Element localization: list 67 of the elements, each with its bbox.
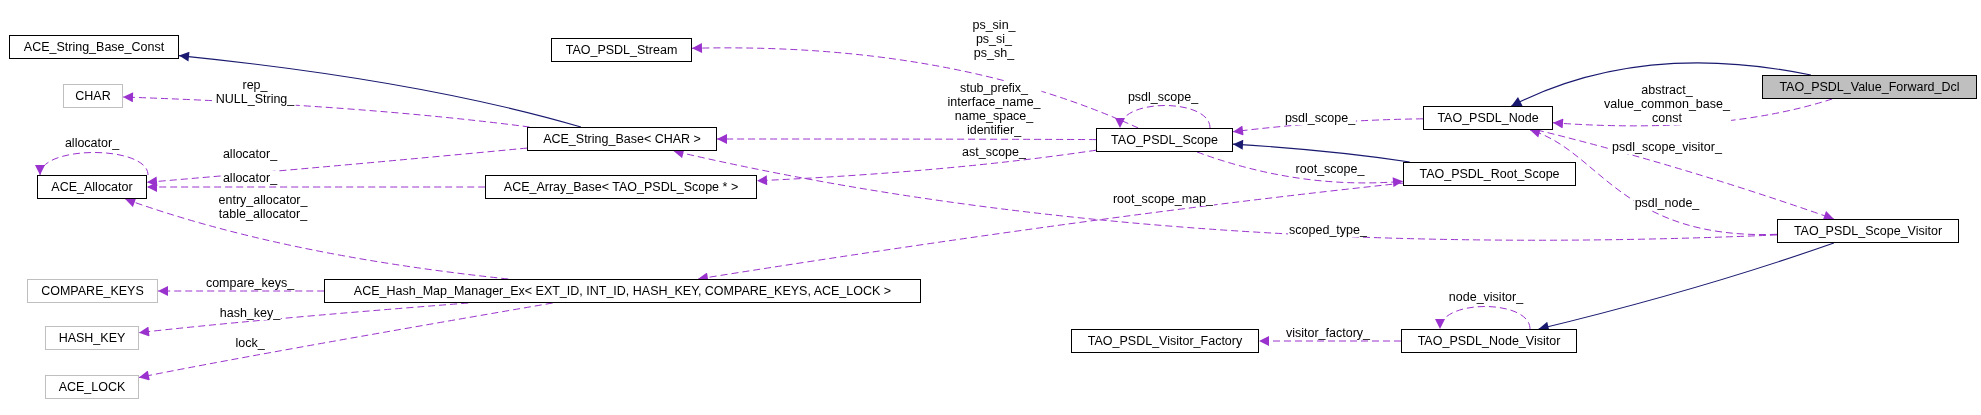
- edge-label: compare_keys_: [204, 276, 296, 290]
- edge-label: ast_scope_: [961, 145, 1027, 159]
- class-box: [45, 375, 139, 399]
- edge-label: allocator_: [221, 147, 279, 161]
- class-name: ACE_Allocator: [51, 180, 133, 194]
- edge-label: ps_sin_ ps_si_ ps_sh_: [971, 18, 1017, 60]
- class-box: [1423, 106, 1553, 130]
- edge-label: node_visitor_: [1447, 290, 1525, 304]
- class-box: [1401, 329, 1577, 353]
- edge-label: hash_key_: [218, 306, 282, 320]
- class-name: TAO_PSDL_Node_Visitor: [1417, 334, 1561, 348]
- dashed-arrow: [716, 134, 1097, 144]
- dashed-arrow: [1196, 151, 1404, 187]
- edge-label: abstract_ value_common_base_ const: [1603, 83, 1731, 125]
- edge-label: psdl_node_: [1633, 196, 1701, 210]
- class-name: TAO_PSDL_Scope_Visitor: [1793, 224, 1943, 238]
- class-box: [1403, 162, 1576, 186]
- edge-label: allocator_: [63, 136, 121, 150]
- edge-label: root_scope_: [1294, 162, 1366, 176]
- class-name: TAO_PSDL_Scope: [1111, 133, 1218, 147]
- class-box: [63, 84, 123, 108]
- edge-label: scoped_type_: [1288, 223, 1368, 237]
- dashed-arrow: [146, 147, 528, 187]
- class-name: ACE_Array_Base< TAO_PSDL_Scope * >: [503, 180, 739, 194]
- class-name: CHAR: [75, 89, 111, 103]
- class-box: [551, 38, 692, 62]
- self-loop-arrow: [1437, 306, 1531, 330]
- edge-label: stub_prefix_ interface_name_ name_space_ identifier_: [946, 81, 1042, 137]
- self-loop-arrow: [38, 152, 149, 176]
- dashed-arrow: [756, 149, 1097, 186]
- class-name: ACE_String_Base_Const: [23, 40, 165, 54]
- class-name: TAO_PSDL_Node: [1437, 111, 1539, 125]
- class-box: [1071, 329, 1259, 353]
- class-box: [27, 279, 158, 303]
- self-loop-arrow: [1117, 105, 1211, 129]
- class-name: ACE_String_Base< CHAR >: [543, 132, 701, 146]
- dashed-arrow: [146, 182, 486, 192]
- class-name: HASH_KEY: [58, 331, 126, 345]
- class-box: [485, 175, 757, 199]
- edge-label: visitor_factory_: [1284, 326, 1372, 340]
- class-box: [324, 279, 921, 303]
- edge-label: lock_: [234, 336, 266, 350]
- arrow: [178, 51, 582, 128]
- edge-label: psdl_scope_: [1283, 111, 1357, 125]
- dashed-arrow: [1529, 128, 1778, 235]
- edge-label: psdl_scope_: [1126, 90, 1200, 104]
- dashed-arrow: [691, 43, 1139, 129]
- edge-label: allocator_: [221, 171, 279, 185]
- class-box: [9, 35, 179, 59]
- class-name: ACE_LOCK: [58, 380, 126, 394]
- class-box: [527, 127, 717, 151]
- class-name: TAO_PSDL_Value_Forward_Dcl: [1779, 80, 1960, 94]
- dashed-arrow: [157, 286, 325, 296]
- edge-label: entry_allocator_ table_allocator_: [217, 193, 309, 221]
- class-name: TAO_PSDL_Stream: [565, 43, 678, 57]
- edge-label: psdl_scope_visitor_: [1611, 140, 1723, 154]
- class-name: TAO_PSDL_Visitor_Factory: [1087, 334, 1243, 348]
- dashed-arrow: [1258, 336, 1402, 346]
- class-name: ACE_Hash_Map_Manager_Ex< EXT_ID, INT_ID, HASH_KEY, COMPARE_KEYS, ACE_LOCK >: [353, 284, 892, 298]
- class-box: [45, 326, 139, 350]
- class-name: COMPARE_KEYS: [41, 284, 144, 298]
- class-box: [1777, 219, 1959, 243]
- class-box: [1762, 75, 1977, 99]
- class-box: [37, 175, 147, 199]
- class-name: TAO_PSDL_Root_Scope: [1419, 167, 1560, 181]
- class-box: [1096, 128, 1233, 152]
- edge-label: root_scope_map_: [1111, 192, 1215, 206]
